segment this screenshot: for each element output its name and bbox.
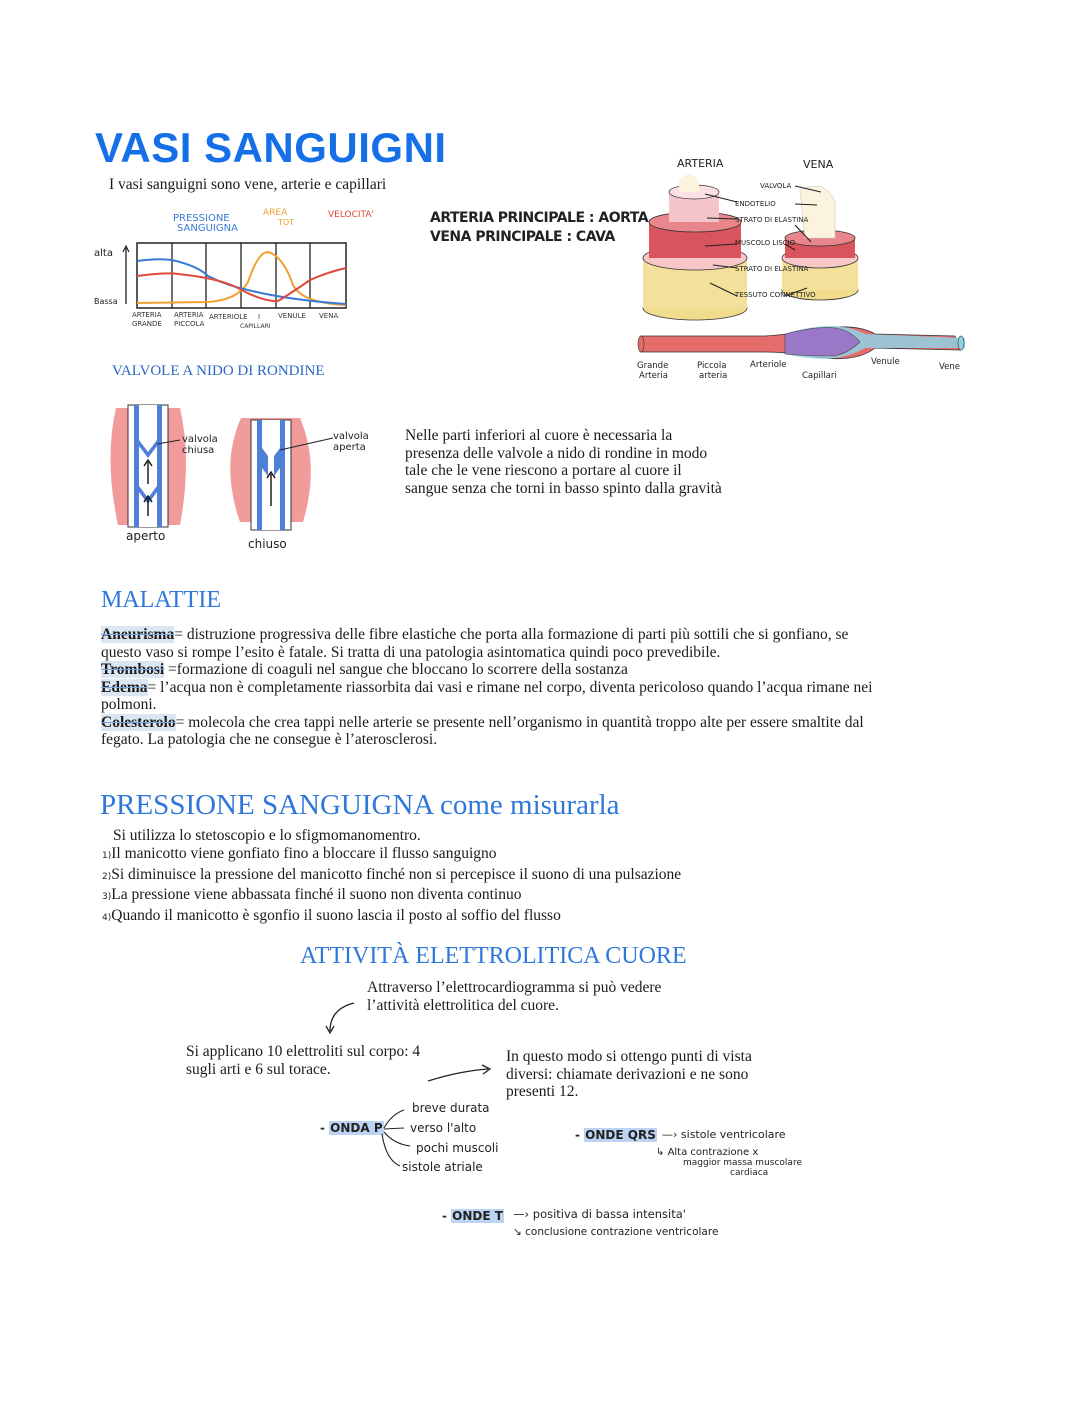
disease-edema: Edema= l’acqua non è completamente riass… [101,678,873,713]
label-valve-open-2: aperta [333,442,366,453]
ylabel-low: Bassa [94,297,118,306]
page-subtitle: I vasi sanguigni sono vene, arterie e ca… [109,176,387,193]
onda-p-item-4: sistole atriale [402,1160,483,1174]
onda-p-label: - ONDA P [320,1121,384,1135]
flow-label-vene: Vene [939,362,960,372]
xlabel-3: ARTERIA [174,311,204,319]
legend-pressure-2: SANGUIGNA [177,223,238,234]
main-artery-text: ARTERIA PRINCIPALE : AORTA [430,210,649,226]
ecg-arrows [325,1002,492,1082]
pressione-intro: Si utilizza lo stetoscopio e lo sfigmoma… [113,827,421,844]
flow-label-capillari: Capillari [802,371,837,381]
xlabel-5: ARTERIOLE [209,313,248,321]
malattie-list: Aneurisma= distruzione progressiva delle… [101,626,881,749]
valves-text: Nelle parti inferiori al cuore è necessa… [405,427,722,497]
layer-elastina-2: STRATO DI ELASTINA [735,265,809,273]
layer-elastina-1: STRATO DI ELASTINA [735,216,809,224]
step-4: 4)Quando il manicotto è sgonfio il suono… [102,906,561,924]
layer-connettivo: TESSUTO CONNETTIVO [734,291,816,299]
label-valve-closed-1: valvola [182,434,218,445]
onde-qrs-item-3: maggior massa muscolare [683,1158,802,1168]
legend-area-2: TOT [277,218,294,227]
pressione-steps: 1)Il manicotto viene gonfiato fino a blo… [102,845,822,927]
onde-qrs-item-1: —› sistole ventricolare [662,1128,786,1141]
flow-label-piccola-arteria-1: Piccola [697,361,726,371]
flow-label-grande-arteria-1: Grande [637,361,668,371]
onda-p-item-2: verso l'alto [410,1121,477,1135]
xlabel-9: VENA [319,312,338,320]
onde-qrs-item-2: ↳ Alta contrazione x [656,1147,759,1158]
disease-colesterolo: Colesterolo= molecola che crea tappi nel… [101,713,864,748]
pressione-heading: PRESSIONE SANGUIGNA come misurarla [100,789,620,821]
onda-p-item-3: pochi muscoli [416,1141,499,1155]
flow-label-piccola-arteria-2: arteria [699,371,727,381]
onde-qrs-item-4: cardiaca [730,1168,769,1178]
ecg-intro: Attraverso l’elettrocardiogramma si può … [367,979,662,1014]
ecg-right-text: In questo modo si ottengo punti di vista… [506,1048,752,1100]
vessel-layers-diagram: ARTERIA VENA VALVOLA ENDOTELIO STRATO DI… [637,157,965,381]
onda-p-branches [381,1109,411,1167]
onde-t-label: - ONDE T [442,1209,504,1223]
ylabel-high: alta [94,248,113,259]
onde-qrs-label: - ONDE QRS [575,1128,657,1142]
onda-p-item-1: breve durata [412,1101,490,1115]
xlabel-2: GRANDE [132,320,162,328]
caption-left: aperto [126,529,165,543]
page-title: VASI SANGUIGNI [95,124,447,171]
flow-label-arteriole: Arteriole [750,360,787,370]
label-artery: ARTERIA [677,157,724,170]
step-1: 1)Il manicotto viene gonfiato fino a blo… [102,845,497,862]
disease-aneurisma: Aneurisma= distruzione progressiva delle… [101,626,849,661]
main-vein-text: VENA PRINCIPALE : CAVA [430,229,615,245]
caption-right: chiuso [248,537,287,551]
step-2: 2)Si diminuisce la pressione del manicot… [102,865,682,883]
ecg-left-text: Si applicano 10 elettroliti sul corpo: 4… [186,1043,421,1078]
flow-label-venule: Venule [871,357,900,367]
legend-pressure-1: PRESSIONE [173,213,230,224]
valves-heading: VALVOLE A NIDO DI RONDINE [112,363,325,379]
xlabel-6: I [258,313,260,321]
ecg-heading: ATTIVITÀ ELETTROLITICA CUORE [300,943,687,969]
layer-muscolo: MUSCOLO LISCIO [735,239,796,247]
step-3: 3)La pressione viene abbassata finché il… [102,886,522,903]
layer-endotelio: ENDOTELIO [735,200,776,208]
blood-flow-graph: PRESSIONE SANGUIGNA AREA TOT VELOCITA' a… [94,208,374,330]
onde-t-item-2: ↘ conclusione contrazione ventricolare [513,1226,719,1238]
legend-area-1: AREA [263,208,288,218]
label-vein: VENA [803,158,834,171]
xlabel-8: VENULE [278,312,306,320]
xlabel-7: CAPILLARI [240,323,271,330]
valves-diagram: valvola chiusa valvola aperta aperto chi… [110,404,369,551]
xlabel-1: ARTERIA [132,311,162,319]
legend-velocity: VELOCITA' [328,210,374,220]
disease-trombosi: Trombosi =formazione di coaguli nel sang… [101,661,628,678]
label-valve-open-1: valvola [333,431,369,442]
label-valve-closed-2: chiusa [182,445,214,456]
layer-valvola: VALVOLA [760,182,791,190]
malattie-heading: MALATTIE [101,587,221,613]
xlabel-4: PICCOLA [174,320,205,328]
flow-label-grande-arteria-2: Arteria [639,371,668,381]
onde-t-item-1: —› positiva di bassa intensita' [513,1207,686,1221]
